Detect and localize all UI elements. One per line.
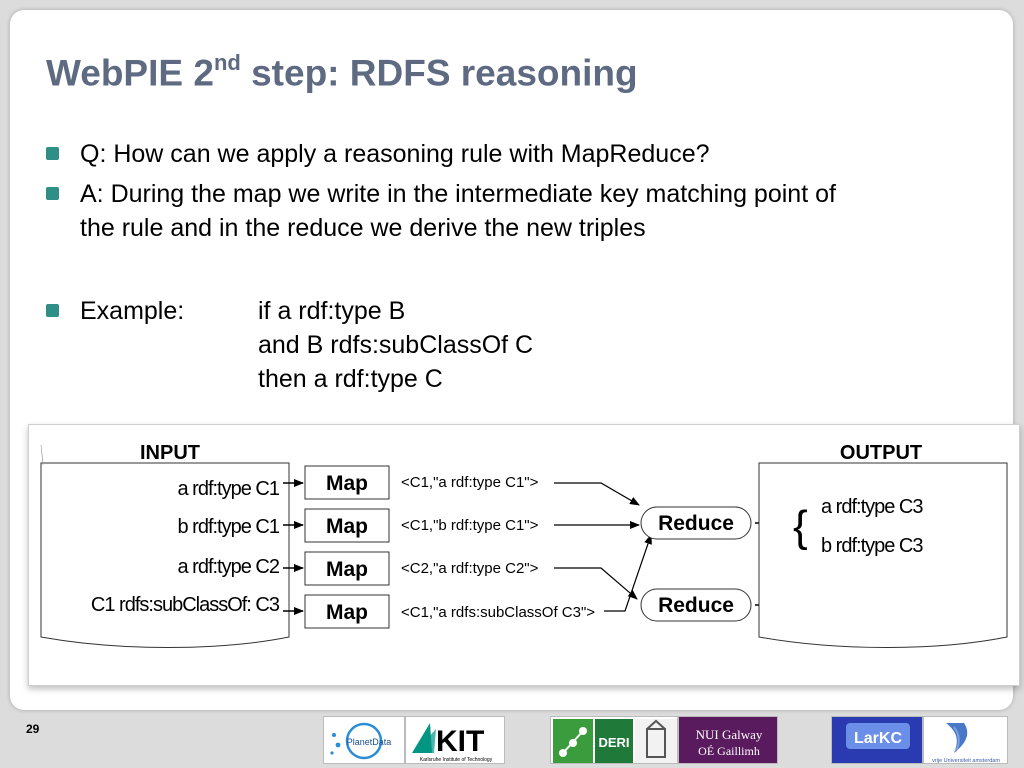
title-rest: step: RDFS reasoning xyxy=(240,52,638,94)
reduce-label: Reduce xyxy=(658,594,734,617)
shuffle-arrow xyxy=(604,534,652,612)
bullet-square-icon xyxy=(46,304,59,317)
shuffle-arrow xyxy=(554,482,640,506)
map-box xyxy=(304,594,390,629)
reduce-box xyxy=(640,506,752,540)
bullet-line: A: During the map we write in the interm… xyxy=(80,180,836,208)
output-document-shape xyxy=(758,462,1008,648)
input-triple: b rdf:type C1 xyxy=(177,516,279,538)
mapreduce-diagram: INPUT a rdf:type C1 b rdf:type C1 a rdf:… xyxy=(28,424,1020,686)
bullet-square-icon xyxy=(46,187,59,200)
svg-text:vrije Universiteit amsterdam: vrije Universiteit amsterdam xyxy=(932,758,1000,764)
output-triple: b rdf:type C3 xyxy=(821,535,923,557)
page-number: 29 xyxy=(26,722,40,736)
map-label: Map xyxy=(326,558,368,581)
shuffle-arrow xyxy=(554,567,638,600)
input-triple: a rdf:type C1 xyxy=(177,478,279,500)
kit-logo: KIT Karlsruhe Institute of Technology xyxy=(405,716,505,764)
svg-text:OÉ Gaillimh: OÉ Gaillimh xyxy=(698,744,760,758)
deri-logo: DERI xyxy=(550,716,678,764)
slide-title: WebPIE 2nd step: RDFS reasoning xyxy=(46,50,638,94)
input-label: INPUT xyxy=(140,442,200,464)
svg-text:LarKC: LarKC xyxy=(854,730,902,747)
map-box xyxy=(304,508,390,543)
title-main: WebPIE 2 xyxy=(46,52,214,94)
title-superscript: nd xyxy=(213,50,241,75)
bullet-text: Q: How can we apply a reasoning rule wit… xyxy=(80,140,710,168)
svg-text:DERI: DERI xyxy=(598,735,629,750)
map-label: Map xyxy=(326,472,368,495)
vu-amsterdam-logo: vrije Universiteit amsterdam xyxy=(923,716,1008,764)
larkc-logo: LarKC xyxy=(831,716,923,764)
map-label: Map xyxy=(326,601,368,624)
kv-pair: <C1,"b rdf:type C1"> xyxy=(401,517,539,534)
reduce-label: Reduce xyxy=(658,512,734,535)
bullet-text: Example: xyxy=(80,297,185,325)
kv-pair: <C1,"a rdf:type C1"> xyxy=(401,474,539,491)
nui-galway-logo: NUI Galway OÉ Gaillimh xyxy=(678,716,778,764)
rule-line-and: and B rdfs:subClassOf C xyxy=(258,331,534,359)
svg-text:Karlsruhe Institute of Technol: Karlsruhe Institute of Technology xyxy=(420,757,493,763)
input-triple: C1 rdfs:subClassOf: C3 xyxy=(91,594,280,616)
bullet-line: the rule and in the reduce we derive the… xyxy=(80,214,646,242)
reduce-box xyxy=(640,588,752,622)
kv-pair: <C1,"a rdfs:subClassOf C3"> xyxy=(401,604,595,621)
rule-line-then: then a rdf:type C xyxy=(258,365,443,393)
svg-text:NUI Galway: NUI Galway xyxy=(696,727,763,742)
input-page-curl xyxy=(40,444,44,466)
svg-text:PlanetData: PlanetData xyxy=(347,737,392,747)
bullet-text: A: During the map we write in the interm… xyxy=(80,177,836,245)
planetdata-logo: PlanetData xyxy=(323,716,405,764)
kv-pair: <C2,"a rdf:type C2"> xyxy=(401,560,539,577)
rule-line-if: if a rdf:type B xyxy=(258,297,406,325)
map-box xyxy=(304,465,390,500)
input-triple: a rdf:type C2 xyxy=(177,556,279,578)
map-box xyxy=(304,551,390,586)
bullet-square-icon xyxy=(46,147,59,160)
map-label: Map xyxy=(326,515,368,538)
input-document-shape xyxy=(40,462,290,648)
svg-text:KIT: KIT xyxy=(436,725,484,758)
output-label: OUTPUT xyxy=(840,442,922,464)
output-triple: a rdf:type C3 xyxy=(821,496,923,518)
output-brace: { xyxy=(793,502,808,551)
